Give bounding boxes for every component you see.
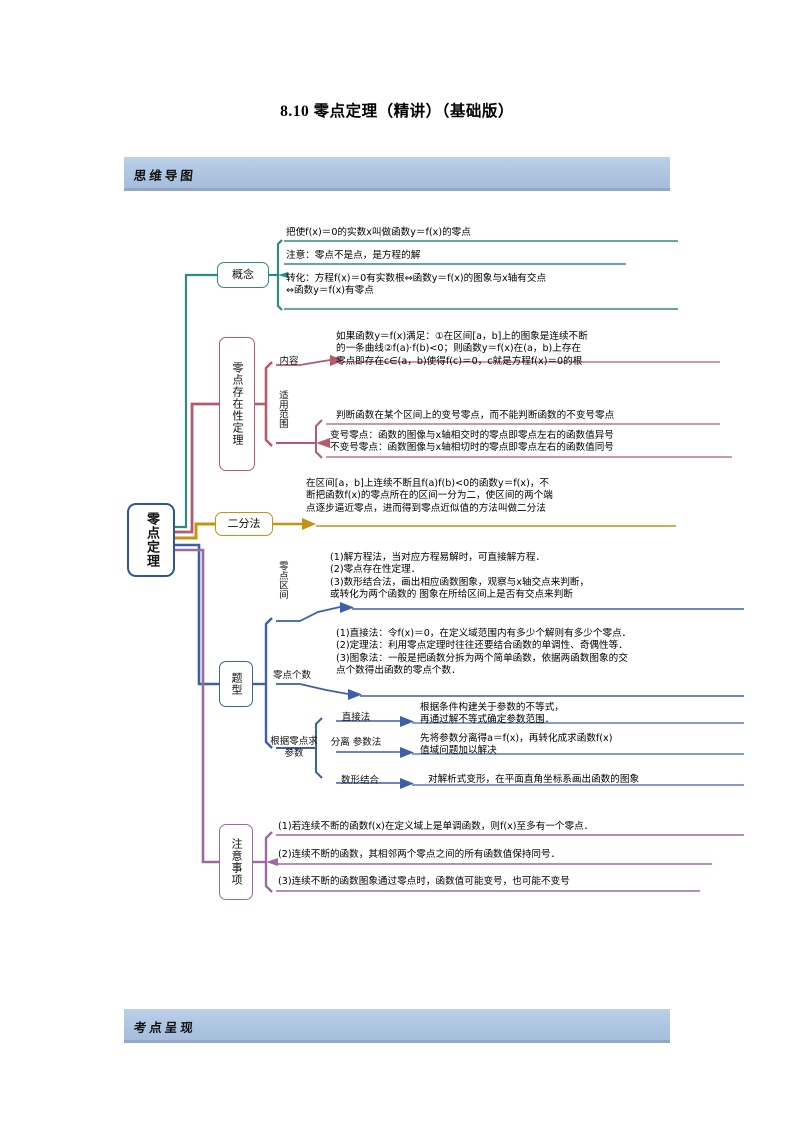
section-banner-mindmap: 思维导图 (124, 157, 670, 191)
sublabel-zero-count: 零点个数 (272, 670, 311, 681)
method-text-direct: 根据条件构建关于参数的不等式， 再通过解不等式确定参数范围． (420, 702, 564, 726)
page-title: 8.10 零点定理（精讲）（基础版） (280, 103, 514, 120)
mindmap-node-question-types[interactable]: 题型 (219, 661, 253, 707)
mindmap-node-zero-existence-theorem[interactable]: 零点存在性定理 (219, 337, 255, 471)
mindmap-node-notes[interactable]: 注意事项 (219, 824, 253, 900)
leaf-concept-1: 把使f(x)＝0的实数x叫做函数y＝f(x)的零点 (286, 227, 471, 238)
mindmap-node-concept[interactable]: 概念 (217, 262, 269, 288)
mindmap-node-bisection[interactable]: 二分法 (215, 512, 273, 536)
leaf-theorem-content: 如果函数y＝f(x)满足：①在区间[a，b]上的图象是连续不断 的一条曲线②f(… (336, 331, 588, 367)
sublabel-theorem-scope: 适用范围 (276, 390, 288, 428)
leaf-note-2: (2)连续不断的函数，其相邻两个零点之间的所有函数值保持同号． (278, 849, 561, 860)
method-label-direct: 直接法 (341, 712, 371, 723)
sublabel-theorem-content: 内容 (279, 356, 299, 367)
method-text-separate-parameter: 先将参数分离得a＝f(x)，再转化成求函数f(x) 值域问题加以解决 (420, 733, 613, 757)
leaf-concept-2: 注意：零点不是点，是方程的解 (286, 250, 421, 261)
leaf-bisection: 在区间[a，b]上连续不断且f(a)f(b)<0的函数y＝f(x)，不 断把函数… (306, 478, 553, 514)
method-text-graphical: 对解析式变形，在平面直角坐标系画出函数的图象 (428, 774, 640, 785)
leaf-theorem-scope-1: 判断函数在某个区间上的变号零点，而不能判断函数的不变号零点 (336, 410, 615, 421)
section-banner-exampoints: 考点呈现 (124, 1009, 670, 1043)
sublabel-zero-interval: 零点区间 (276, 561, 288, 599)
leaf-theorem-scope-2: 变号零点：函数的图像与x轴相交时的零点即零点左右的函数值异号 不变号零点：函数图… (330, 430, 614, 454)
sublabel-find-parameter: 根据零点求参数 (270, 736, 318, 759)
method-label-graphical: 数形结合 (340, 775, 379, 786)
leaf-concept-3: 转化：方程f(x)＝0有实数根⇔函数y＝f(x)的图象与x轴有交点 ⇔函数y＝f… (286, 273, 547, 297)
leaf-zero-interval: (1)解方程法，当对应方程易解时，可直接解方程． (2)零点存在性定理． (3)… (330, 552, 590, 601)
leaf-note-3: (3)连续不断的函数图象通过零点时，函数值可能变号，也可能不变号 (278, 876, 570, 887)
leaf-note-1: (1)若连续不断的函数f(x)在定义域上是单调函数，则f(x)至多有一个零点． (278, 821, 594, 832)
leaf-zero-count: (1)直接法：令f(x)＝0，在定义域范围内有多少个解则有多少个零点． (2)定… (336, 628, 632, 677)
mindmap-root-node[interactable]: 零点定理 (127, 503, 175, 577)
method-label-separate-parameter: 分离 参数法 (330, 737, 382, 748)
